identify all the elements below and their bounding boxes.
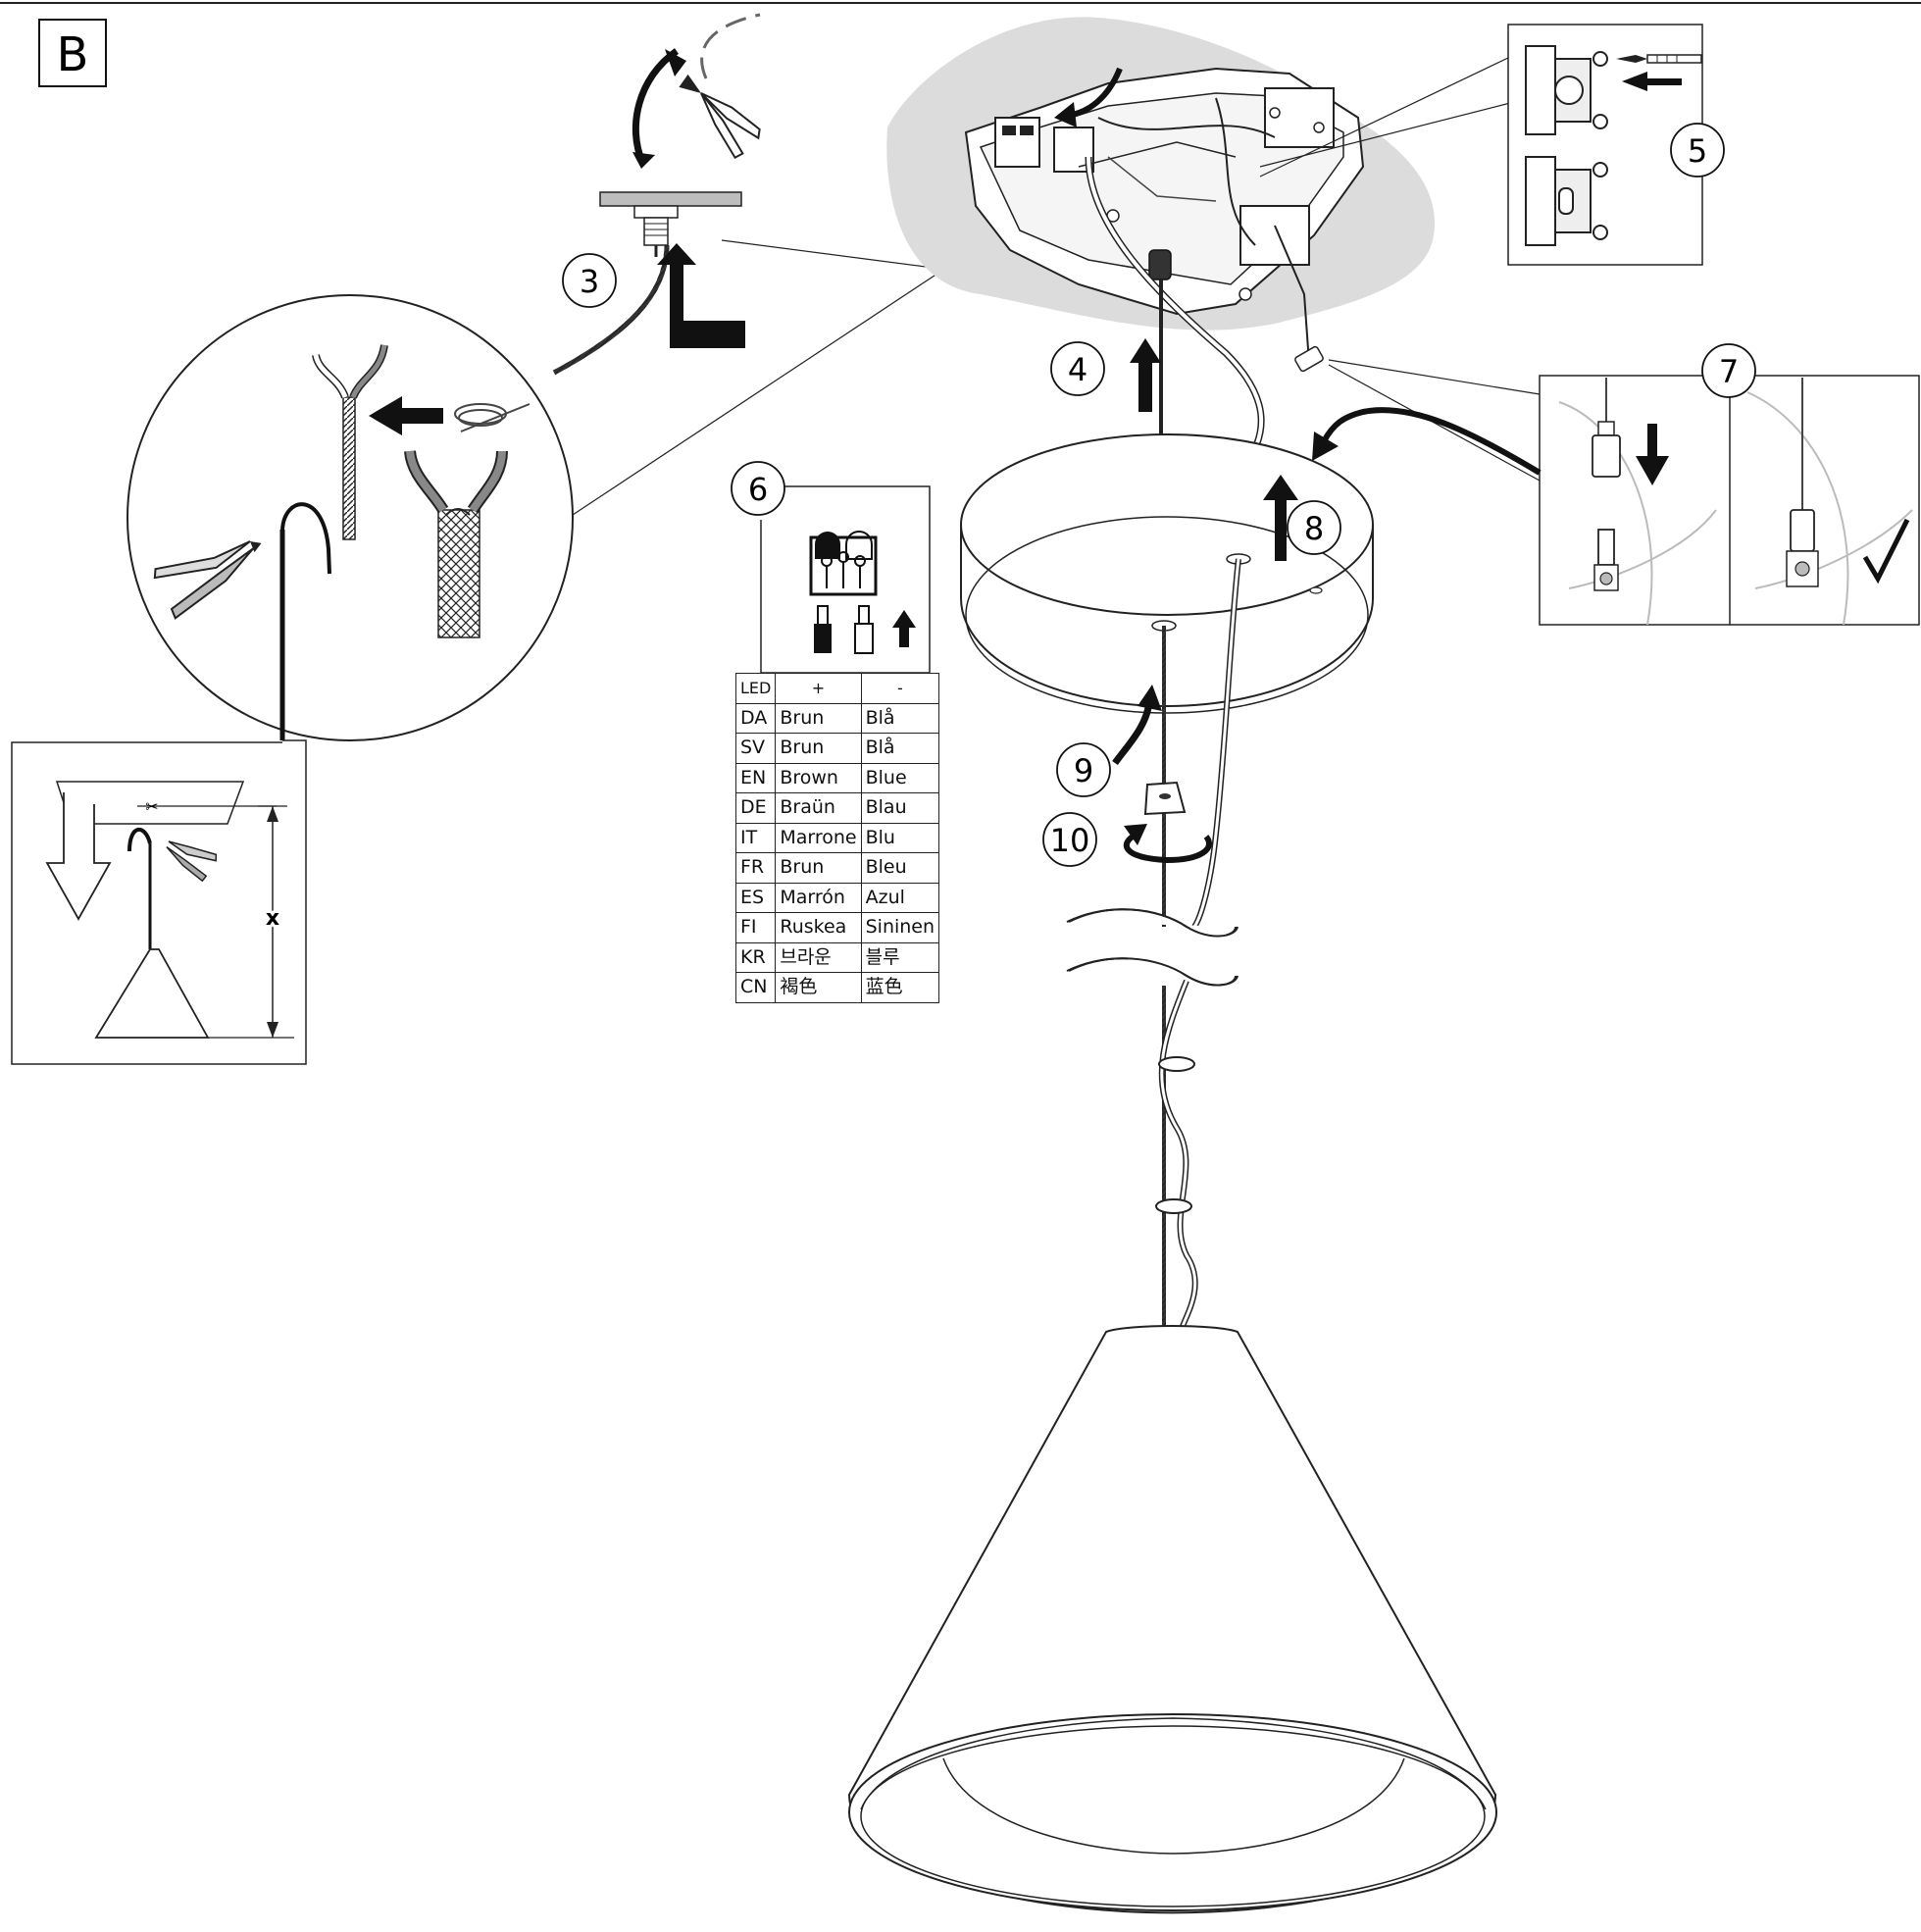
positive-color-cell: Marrone <box>775 822 862 853</box>
step-7-number: 7 <box>1719 353 1739 390</box>
step-10-circle <box>1042 812 1097 867</box>
step-3-circle <box>562 253 617 308</box>
connector-detail-box <box>1539 375 1920 626</box>
step-5-number: 5 <box>1688 132 1707 170</box>
negative-color-cell: 蓝色 <box>860 972 940 1003</box>
language-code-cell: SV <box>734 733 777 764</box>
leader-line-7 <box>1328 359 1541 395</box>
step-3-number: 3 <box>580 263 599 300</box>
negative-color-cell: Blau <box>860 792 940 824</box>
negative-color-cell: Sininen <box>860 912 940 943</box>
negative-color-cell: Blu <box>860 822 940 853</box>
table-row: SV Brun Blå <box>734 733 940 764</box>
pliers-icon <box>153 540 262 620</box>
checkmark-icon <box>1862 518 1910 585</box>
coil-icon <box>454 403 531 432</box>
positive-color-cell: Brun <box>775 702 862 734</box>
language-code-cell: ES <box>734 882 777 913</box>
arrow-down-icon <box>45 792 112 921</box>
arrow-up-icon <box>892 610 916 647</box>
step-9-circle <box>1056 742 1111 797</box>
table-header-row: LED + - <box>734 673 940 704</box>
suspension-assembly <box>1066 558 1241 1331</box>
table-row: FI Ruskea Sininen <box>734 912 940 943</box>
step-10-number: 10 <box>1050 822 1090 859</box>
table-header-cell: + <box>775 673 862 704</box>
step-8-circle <box>1287 500 1341 555</box>
table-row: FR Brun Bleu <box>734 852 940 884</box>
step-9-number: 9 <box>1074 752 1093 789</box>
table-row: DA Brun Blå <box>734 702 940 734</box>
positive-color-cell: Marrón <box>775 882 862 913</box>
table-header-cell: - <box>860 673 940 704</box>
arrow-left-icon <box>1622 72 1682 91</box>
terminal-connector <box>1294 345 1324 373</box>
positive-color-cell: Brun <box>775 852 862 884</box>
step-4-circle <box>1050 341 1105 396</box>
negative-color-cell: Bleu <box>860 852 940 884</box>
language-code-cell: EN <box>734 762 777 793</box>
terminal-block-icon <box>809 531 878 596</box>
negative-color-cell: Azul <box>860 882 940 913</box>
terminal-detail-box <box>1507 24 1703 266</box>
language-code-cell: DA <box>734 702 777 734</box>
pliers-icon <box>679 74 761 160</box>
ceiling-junction-box <box>886 17 1436 445</box>
double-curved-arrow-icon <box>632 48 680 164</box>
table-row: DE Braün Blau <box>734 792 940 824</box>
dimension-label-bg: x <box>266 906 279 931</box>
language-code-cell: CN <box>734 972 777 1003</box>
table-row: CN 褐色 蓝色 <box>734 972 940 1003</box>
table-row: KR 브라운 블루 <box>734 941 940 973</box>
section-label-box <box>38 19 107 87</box>
language-code-cell: FI <box>734 912 777 943</box>
step-4-number: 4 <box>1068 351 1087 388</box>
negative-color-cell: Blå <box>860 733 940 764</box>
arrow-up-icon <box>1263 475 1298 561</box>
wire-color-table: LED + - DA Brun Blå SV Brun Blå EN Brown… <box>734 673 940 1003</box>
step-7-circle <box>1701 343 1756 398</box>
connector-panel <box>760 485 931 674</box>
svg-text:✂: ✂ <box>145 797 158 816</box>
table-row: EN Brown Blue <box>734 762 940 793</box>
arrow-down-icon <box>1636 424 1669 485</box>
arrow-up-icon <box>1130 338 1161 412</box>
table-row: ES Marrón Azul <box>734 882 940 913</box>
cable-prep-detail-circle <box>126 294 574 741</box>
cable-gland <box>1148 249 1172 280</box>
negative-color-cell: Blue <box>860 762 940 793</box>
language-code-cell: KR <box>734 941 777 973</box>
positive-color-cell: Braün <box>775 792 862 824</box>
rotate-arrow-icon <box>1123 831 1212 864</box>
canopy <box>960 433 1374 714</box>
step-6-number: 6 <box>748 471 768 508</box>
negative-color-cell: Blå <box>860 702 940 734</box>
step-6-circle <box>731 461 785 516</box>
lamp-shade <box>847 1325 1497 1914</box>
screwdriver-icon <box>1616 54 1702 64</box>
positive-color-cell: Ruskea <box>775 912 862 943</box>
step-3-ceiling-cable <box>552 13 761 376</box>
language-code-cell: IT <box>734 822 777 853</box>
pliers-icon <box>166 840 218 883</box>
table-row: IT Marrone Blu <box>734 822 940 853</box>
positive-color-cell: Brun <box>775 733 862 764</box>
step-8-number: 8 <box>1304 510 1324 547</box>
height-adjust-box: ✂ x x <box>11 739 307 1065</box>
arrow-left-icon <box>369 396 443 435</box>
language-code-cell: FR <box>734 852 777 884</box>
language-code-cell: DE <box>734 792 777 824</box>
negative-color-cell: 블루 <box>860 941 940 973</box>
l-arrow-icon <box>657 243 745 348</box>
table-header-cell: LED <box>734 673 777 704</box>
dimension-label: x <box>266 906 279 931</box>
positive-color-cell: Brown <box>775 762 862 793</box>
section-label: B <box>57 27 89 82</box>
step-5-circle <box>1670 123 1725 178</box>
positive-color-cell: 브라운 <box>775 941 862 973</box>
positive-color-cell: 褐色 <box>775 972 862 1003</box>
curved-arrow-icon <box>1321 407 1542 476</box>
